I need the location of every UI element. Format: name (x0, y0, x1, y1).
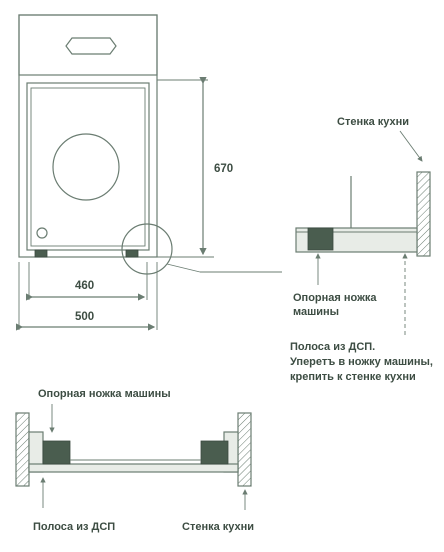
machine-cabinet (18, 14, 158, 258)
machine-body (26, 82, 150, 251)
drain-plug-icon (36, 227, 48, 239)
plan-view: Опорная ножка машины Полоса из ДСП Стенк… (15, 388, 254, 533)
control-panel-icon (65, 37, 117, 55)
machine-foot-left-plan (42, 440, 71, 465)
foot-label-line2: машины (293, 306, 339, 318)
chipboard-strip-bottom (28, 463, 239, 473)
strip-label-line3: крепить к стенке кухни (290, 371, 416, 383)
machine-foot-left (34, 249, 48, 258)
machine-top-panel (18, 14, 158, 76)
kitchen-wall-left (15, 412, 30, 487)
dimension-outer-width-label: 500 (75, 311, 94, 323)
detail-connector (166, 263, 201, 273)
washing-machine-front (18, 14, 158, 258)
kitchen-wall-label-top: Стенка кухни (337, 116, 409, 128)
machine-foot-right-plan (200, 440, 229, 465)
kitchen-wall-right (237, 412, 252, 487)
dimension-inner-width-label: 460 (75, 280, 94, 292)
bottom-foot-label: Опорная ножка машины (38, 388, 171, 400)
foot-label-line1: Опорная ножка (293, 292, 377, 304)
bottom-strip-label: Полоса из ДСП (33, 521, 115, 533)
dimension-height-label: 670 (214, 163, 233, 175)
side-detail: Стенка кухни Опорная ножка машины Полоса… (290, 116, 433, 383)
bottom-wall-label: Стенка кухни (182, 521, 254, 533)
kitchen-wall-top (416, 171, 431, 257)
dimension-height: 670 (157, 77, 233, 258)
dimension-widths: 460 500 (16, 262, 158, 331)
strip-label-line2: Уперетъ в ножку машины, (290, 356, 433, 368)
machine-foot-right (125, 249, 139, 258)
strip-label-line1: Полоса из ДСП. (290, 341, 375, 353)
machine-inner-panel (30, 87, 146, 247)
door-porthole-icon (52, 133, 120, 201)
machine-foot-side (307, 227, 334, 251)
kitchen-wall-arrow-top (399, 130, 423, 162)
